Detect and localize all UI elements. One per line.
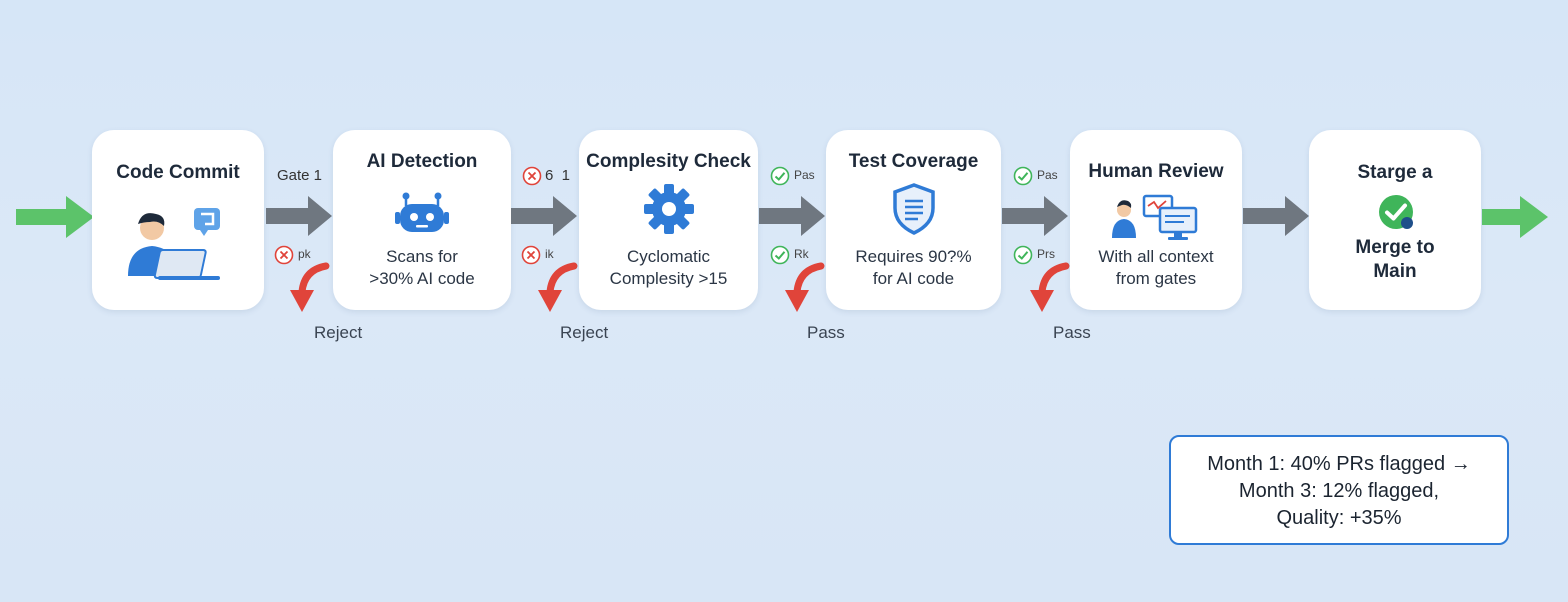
stage-desc-line-2: for AI code [872, 269, 955, 288]
connector-top-label: Pas [1037, 168, 1058, 182]
stage-test-coverage: Test Coverage Requires 90?% for AI code [826, 130, 1001, 310]
stage-merge-to-main: Starge a Merge to Main [1309, 130, 1481, 310]
stage-desc-line-2: Complesity >15 [609, 269, 728, 288]
stage-desc-line-1: Merge to [1355, 237, 1435, 258]
connector-bottom-text: Reject [560, 323, 609, 342]
stage-desc-line-1: Cyclomatic [626, 247, 711, 266]
results-summary-box: Month 1: 40% PRs flagged → Month 3: 12% … [1169, 435, 1509, 545]
results-line-1: Month 1: 40% PRs flagged → [1207, 453, 1471, 475]
exit-arrow [1482, 196, 1548, 238]
reviewer-monitors-icon [1112, 194, 1198, 240]
stage-title: Complesity Check [586, 151, 751, 172]
developer-laptop-icon [128, 208, 220, 280]
connector-bottom-text: Reject [314, 323, 363, 342]
stage-desc-line-1: Scans for [386, 247, 458, 266]
flow-arrow [266, 196, 332, 236]
connector-top-label: Gate 1 [277, 167, 323, 184]
connector-bottom-text: Pass [1053, 323, 1091, 342]
reject-arrow-icon [1030, 262, 1070, 312]
connector-bottom-text: Pass [807, 323, 845, 342]
connector-badge-label: ik [545, 247, 554, 261]
flow-arrow [759, 196, 825, 236]
reject-x-icon [274, 245, 294, 265]
stage-code-commit: Code Commit [92, 130, 264, 310]
check-circle-icon [1379, 195, 1413, 229]
entry-arrow [16, 196, 94, 238]
pass-check-icon [1013, 245, 1033, 265]
stage-title: Code Commit [116, 162, 240, 183]
stage-desc-line-1: Requires 90?% [855, 247, 972, 266]
results-line-2: Month 3: 12% flagged, [1238, 480, 1440, 502]
reject-arrow-icon [538, 262, 578, 312]
connector-badge-label: pk [298, 247, 311, 261]
pass-check-icon [1013, 166, 1033, 186]
results-line-3: Quality: +35% [1276, 507, 1402, 529]
stage-desc-line-2: >30% AI code [369, 269, 475, 288]
stage-title: Human Review [1088, 161, 1224, 182]
flow-arrow [1002, 196, 1068, 236]
stage-desc-line-1: With all context [1098, 247, 1214, 266]
gear-icon [644, 184, 694, 234]
stage-ai-detection: AI Detection Scans for >30% AI code [333, 130, 511, 310]
connector-top-label: Pas [794, 168, 815, 182]
stage-desc-line-2: from gates [1115, 269, 1197, 288]
connector-top-label: 6 1 [545, 167, 571, 184]
connector-badge-label: Rk [794, 247, 809, 261]
stage-title: Test Coverage [848, 151, 979, 172]
stage-title: AI Detection [366, 151, 478, 172]
stage-title: Starge a [1357, 162, 1433, 183]
reject-arrow-icon [290, 262, 330, 312]
reject-arrow-icon [785, 262, 825, 312]
connector-badge-label: Prs [1037, 247, 1055, 261]
flow-arrow [1243, 196, 1309, 236]
stage-complexity-check: Complesity Check Cyclomatic Complesity >… [579, 130, 758, 310]
pass-check-icon [770, 245, 790, 265]
stage-human-review: Human Review With all context from gates [1070, 130, 1242, 310]
stage-desc-line-2: Main [1373, 261, 1417, 282]
pass-check-icon [770, 166, 790, 186]
shield-document-icon [893, 183, 935, 235]
reject-x-icon [522, 166, 542, 186]
flow-arrow [511, 196, 577, 236]
reject-x-icon [521, 245, 541, 265]
robot-icon [395, 192, 449, 232]
